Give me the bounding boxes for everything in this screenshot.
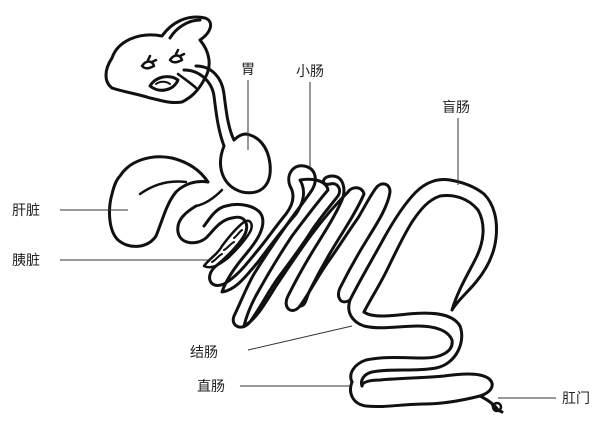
- labels: 胃 小肠 盲肠 肝脏 胰脏 结肠 直肠 肛门: [12, 62, 590, 407]
- cecum: [348, 178, 498, 314]
- label-anus: 肛门: [562, 391, 590, 407]
- rectum: [349, 372, 504, 414]
- label-liver: 肝脏: [12, 203, 40, 219]
- stomach: [194, 132, 272, 208]
- leader-lines: [60, 80, 556, 399]
- label-cecum: 盲肠: [442, 99, 470, 116]
- esophagus: [182, 64, 236, 148]
- colon: [347, 298, 464, 388]
- label-colon: 结肠: [190, 345, 218, 361]
- head: [104, 15, 213, 104]
- small-intestine: [176, 164, 392, 329]
- pancreas: [202, 219, 253, 269]
- leader-colon: [247, 325, 353, 351]
- label-small-intestine: 小肠: [296, 64, 324, 80]
- label-pancreas: 胰脏: [12, 253, 40, 269]
- liver: [108, 155, 210, 248]
- label-stomach: 胃: [241, 62, 255, 78]
- label-rectum: 直肠: [197, 378, 225, 395]
